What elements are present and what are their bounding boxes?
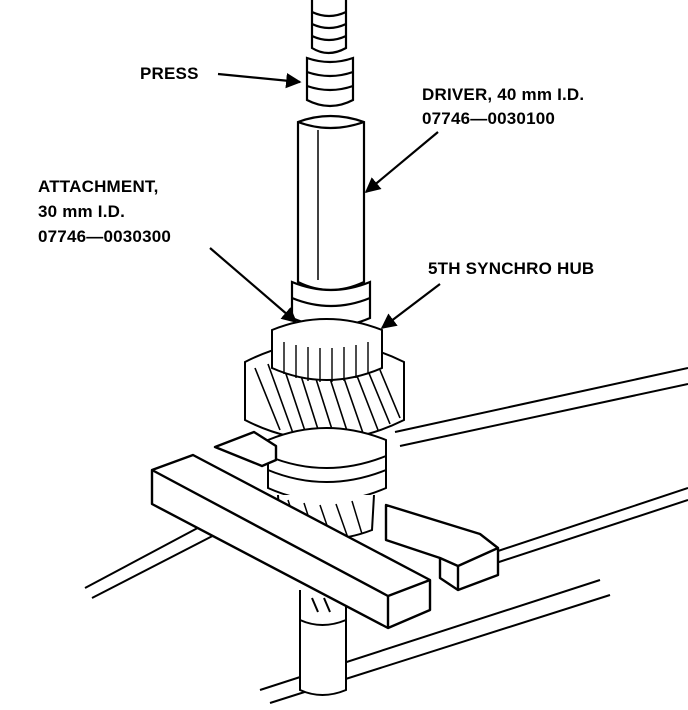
label-driver-name: DRIVER, 40 mm I.D. — [422, 85, 585, 104]
driver-leader — [364, 131, 439, 193]
synchro-hub-leader — [380, 283, 441, 329]
shaft — [299, 590, 347, 696]
leader-lines — [209, 72, 441, 329]
label-attachment-name: ATTACHMENT, — [38, 177, 159, 196]
label-attachment-part-number: 07746—0030300 — [38, 227, 172, 246]
press-ram — [305, 0, 355, 108]
press-leader — [217, 72, 302, 89]
label-5th-synchro-hub: 5TH SYNCHRO HUB — [428, 259, 595, 278]
driver-tool — [290, 114, 372, 328]
label-press: PRESS — [140, 64, 199, 83]
attachment-leader — [209, 247, 298, 324]
label-attachment-size: 30 mm I.D. — [38, 202, 126, 221]
label-driver-part-number: 07746—0030100 — [422, 109, 556, 128]
press-blocks — [150, 430, 500, 630]
